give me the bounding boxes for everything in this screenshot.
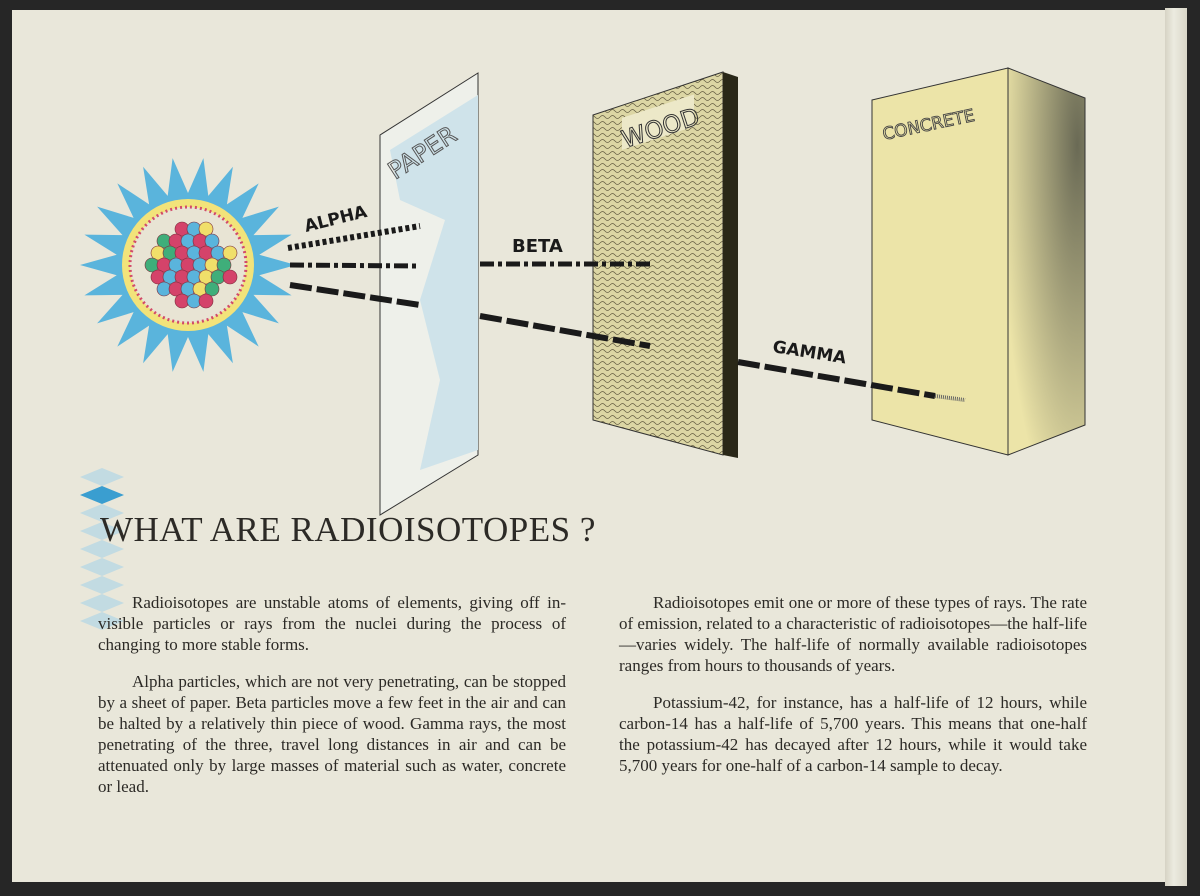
nucleon [204,233,220,249]
page-edge [1165,8,1187,886]
paragraph: Potassium-42, for instance, has a half-l… [619,693,1087,775]
beta-label: BETA [512,236,563,257]
diamond [80,576,124,594]
beta-ray [289,261,650,269]
right-column: Radioisotopes emit one or more of these … [619,592,1087,792]
nucleus-starburst-icon [80,158,296,372]
wood-barrier: WOOD [592,71,738,458]
diamond [80,540,124,558]
alpha-label: ALPHA [302,202,370,237]
diamond [80,594,124,612]
diamond-ornament-icon [80,468,124,630]
diamond [80,504,124,522]
paragraph: Radioisotopes emit one or more of these … [619,593,1087,675]
nucleon [198,221,214,237]
left-column: Radioisotopes are unstable atoms of elem… [98,592,566,813]
gamma-ray [289,282,966,402]
nucleon [198,293,214,309]
diamond [80,612,124,630]
nucleon [216,257,232,273]
paper-barrier: PAPER [379,72,479,516]
diamond [80,558,124,576]
nucleon [204,281,220,297]
nucleon [222,269,238,285]
alpha-ray [287,223,421,251]
concrete-barrier: CONCRETE [871,67,1086,456]
paragraph: Alpha particles, which are not very pene… [98,672,566,796]
paragraph: Radioisotopes are unstable atoms of elem… [98,593,566,654]
nucleon [222,245,238,261]
diamond [80,486,124,504]
diamond [80,468,124,486]
page-title: WHAT ARE RADIOISOTOPES ? [100,510,596,549]
diamond [80,522,124,540]
gamma-label: GAMMA [771,337,848,368]
